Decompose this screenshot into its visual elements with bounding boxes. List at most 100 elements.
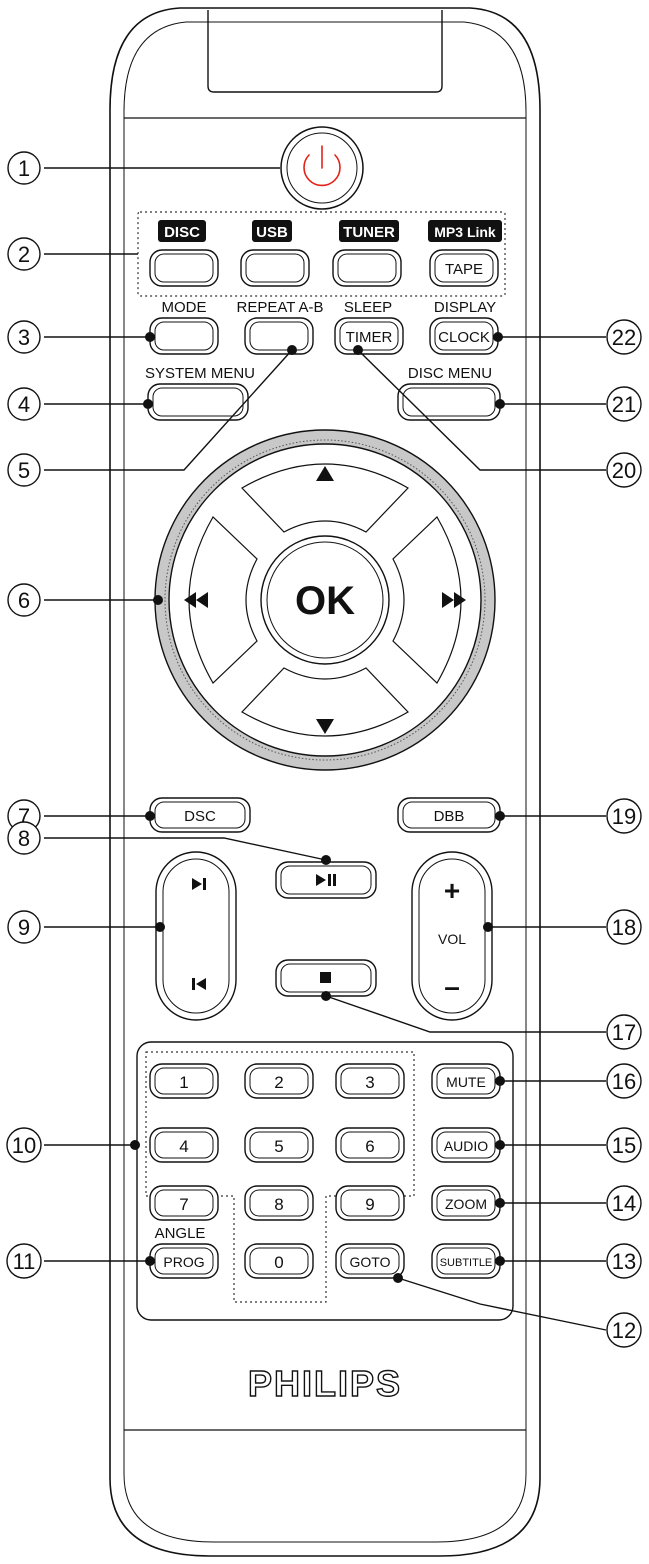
- digit-9-button[interactable]: 9: [335, 1185, 405, 1221]
- digit-7-button[interactable]: 7: [149, 1185, 219, 1221]
- digit-2-label: 2: [274, 1073, 283, 1092]
- volume-rocker[interactable]: + VOL –: [411, 851, 493, 1021]
- svg-text:11: 11: [13, 1249, 36, 1274]
- callout-16: 16: [606, 1063, 642, 1099]
- play-pause-button[interactable]: [275, 861, 377, 899]
- up-button[interactable]: [241, 463, 409, 533]
- usb-button[interactable]: [240, 249, 310, 287]
- angle-label: ANGLE: [155, 1225, 206, 1242]
- previous-track-icon: [192, 978, 206, 990]
- digit-0-button[interactable]: 0: [244, 1243, 314, 1279]
- prog-angle-button[interactable]: PROG: [149, 1243, 219, 1279]
- usb-label-badge: USB: [252, 220, 292, 242]
- repeat-ab-button[interactable]: [244, 317, 314, 355]
- tape-label: TAPE: [445, 261, 483, 278]
- stop-button[interactable]: [275, 959, 377, 997]
- volume-up-label: +: [444, 875, 460, 906]
- navigation-pad: OK: [154, 429, 496, 771]
- disc-menu-button[interactable]: [397, 383, 501, 421]
- zoom-label: ZOOM: [445, 1196, 487, 1212]
- timer-label: TIMER: [346, 329, 393, 346]
- keypad-panel: [136, 1041, 514, 1321]
- dsc-button[interactable]: DSC: [149, 797, 251, 833]
- digit-6-button[interactable]: 6: [335, 1127, 405, 1163]
- audio-button[interactable]: AUDIO: [431, 1127, 501, 1163]
- goto-label: GOTO: [350, 1254, 391, 1270]
- svg-text:21: 21: [612, 392, 636, 417]
- callout-9: 9: [7, 910, 41, 944]
- tape-button[interactable]: TAPE: [429, 249, 499, 287]
- power-icon: [303, 145, 341, 187]
- callout-leaders: [44, 167, 607, 1331]
- disc-label: DISC: [164, 224, 200, 241]
- svg-text:6: 6: [18, 588, 30, 613]
- subtitle-button[interactable]: SUBTITLE: [431, 1243, 501, 1279]
- mode-button[interactable]: [149, 317, 219, 355]
- callout-20: 20: [606, 452, 642, 488]
- digit-5-button[interactable]: 5: [244, 1127, 314, 1163]
- svg-text:19: 19: [612, 804, 636, 829]
- rewind-button[interactable]: [184, 516, 258, 684]
- goto-button[interactable]: GOTO: [335, 1243, 405, 1279]
- digit-6-label: 6: [365, 1137, 374, 1156]
- svg-text:8: 8: [18, 826, 30, 851]
- digit-3-label: 3: [365, 1073, 374, 1092]
- digit-3-button[interactable]: 3: [335, 1063, 405, 1099]
- callout-14: 14: [606, 1185, 642, 1221]
- repeat-ab-label: REPEAT A-B: [237, 299, 324, 316]
- brand-logo: PHILIPS: [248, 1363, 402, 1404]
- power-button[interactable]: [280, 126, 364, 210]
- tuner-button[interactable]: [332, 249, 402, 287]
- fast-forward-icon: [442, 592, 466, 608]
- svg-text:4: 4: [18, 392, 30, 417]
- ok-button[interactable]: OK: [260, 535, 390, 665]
- dbb-label: DBB: [434, 808, 465, 825]
- usb-label: USB: [256, 224, 288, 241]
- svg-text:20: 20: [612, 458, 636, 483]
- dsc-label: DSC: [184, 808, 216, 825]
- system-menu-button[interactable]: [147, 383, 249, 421]
- tuner-label-badge: TUNER: [339, 220, 399, 242]
- mute-button[interactable]: MUTE: [431, 1063, 501, 1099]
- display-clock-button[interactable]: CLOCK: [429, 317, 499, 355]
- next-track-icon: [192, 878, 206, 890]
- fast-forward-button[interactable]: [392, 516, 466, 684]
- callout-15: 15: [606, 1127, 642, 1163]
- sleep-timer-button[interactable]: TIMER: [334, 317, 404, 355]
- svg-text:12: 12: [612, 1318, 636, 1343]
- callout-6: 6: [7, 583, 41, 617]
- svg-text:9: 9: [18, 915, 30, 940]
- mute-label: MUTE: [446, 1074, 486, 1090]
- digit-5-label: 5: [274, 1137, 283, 1156]
- digit-1-button[interactable]: 1: [149, 1063, 219, 1099]
- callout-17: 17: [606, 1014, 642, 1050]
- svg-text:17: 17: [612, 1020, 636, 1045]
- digit-8-label: 8: [274, 1195, 283, 1214]
- source-group-frame: [137, 211, 506, 297]
- svg-text:3: 3: [18, 325, 30, 350]
- callout-22: 22: [606, 319, 642, 355]
- callout-dots: [130, 332, 505, 1283]
- svg-text:18: 18: [612, 915, 636, 940]
- skip-rocker[interactable]: [155, 851, 237, 1021]
- ok-label: OK: [295, 579, 355, 623]
- svg-text:10: 10: [12, 1133, 36, 1158]
- callout-4: 4: [7, 387, 41, 421]
- disc-label-badge: DISC: [158, 220, 206, 242]
- svg-text:16: 16: [612, 1069, 636, 1094]
- callout-3: 3: [7, 320, 41, 354]
- mode-label: MODE: [162, 299, 207, 316]
- dbb-button[interactable]: DBB: [397, 797, 501, 833]
- tuner-label: TUNER: [343, 224, 395, 241]
- callout-2: 2: [7, 237, 41, 271]
- digit-2-button[interactable]: 2: [244, 1063, 314, 1099]
- callout-13: 13: [606, 1243, 642, 1279]
- callout-1: 1: [7, 151, 41, 185]
- zoom-button[interactable]: ZOOM: [431, 1185, 501, 1221]
- digit-8-button[interactable]: 8: [244, 1185, 314, 1221]
- disc-button[interactable]: [149, 249, 219, 287]
- down-button[interactable]: [241, 667, 409, 737]
- digit-4-button[interactable]: 4: [149, 1127, 219, 1163]
- number-group-frame: [145, 1051, 415, 1303]
